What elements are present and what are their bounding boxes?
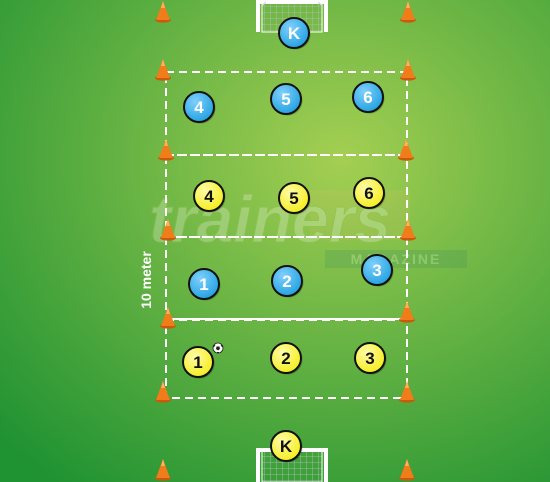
watermark-logo: trainers MAGAZINE [148, 182, 467, 268]
player-blue-5-label: 5 [281, 90, 290, 109]
cone-icon [155, 381, 171, 403]
player-blue-2-label: 2 [282, 272, 291, 291]
player-yellow-3: 3 [354, 342, 387, 375]
cone-icon [155, 459, 171, 481]
player-yellow-1-label: 1 [193, 353, 202, 372]
player-yellow-4-label: 4 [204, 187, 214, 206]
player-yellow-2-label: 2 [281, 349, 290, 368]
cone-icon [399, 459, 415, 481]
cones-layer [155, 1, 416, 481]
player-yellow-1: 1 [182, 346, 215, 379]
player-blue-1-label: 1 [199, 275, 208, 294]
cone-icon [400, 59, 416, 81]
player-blue-1: 1 [188, 268, 221, 301]
cone-icon [400, 1, 416, 23]
player-yellow-6: 6 [353, 177, 386, 210]
player-blue-6-label: 6 [363, 88, 372, 107]
player-blue-5: 5 [270, 83, 303, 116]
player-yellow-6-label: 6 [364, 184, 373, 203]
keeper-bottom-label: K [280, 437, 293, 456]
keeper-bottom: K [270, 430, 303, 463]
cone-icon [399, 301, 415, 323]
players-layer: K K 4 5 6 4 5 6 1 2 3 1 2 3 [182, 17, 394, 463]
cone-icon [155, 1, 171, 23]
player-blue-4: 4 [183, 91, 216, 124]
measure-label: 10 meter [138, 251, 154, 309]
cone-icon [158, 139, 174, 161]
player-blue-6: 6 [352, 81, 385, 114]
cone-icon [399, 381, 415, 403]
cone-icon [400, 219, 416, 241]
soccer-ball-icon [212, 342, 224, 354]
player-blue-4-label: 4 [194, 98, 204, 117]
cone-icon [160, 219, 176, 241]
top-goal-icon [256, 0, 328, 33]
cone-icon [398, 139, 414, 161]
keeper-top: K [278, 17, 311, 50]
player-blue-3: 3 [361, 254, 394, 287]
player-yellow-5-label: 5 [289, 189, 298, 208]
player-blue-3-label: 3 [372, 261, 381, 280]
cone-icon [160, 307, 176, 329]
player-blue-2: 2 [271, 265, 304, 298]
player-yellow-4: 4 [193, 180, 226, 213]
keeper-top-label: K [288, 24, 301, 43]
player-yellow-5: 5 [278, 182, 311, 215]
bottom-goal-icon [256, 448, 328, 482]
player-yellow-3-label: 3 [365, 349, 374, 368]
cone-icon [155, 59, 171, 81]
watermark-text: trainers [149, 182, 391, 256]
player-yellow-2: 2 [270, 342, 303, 375]
